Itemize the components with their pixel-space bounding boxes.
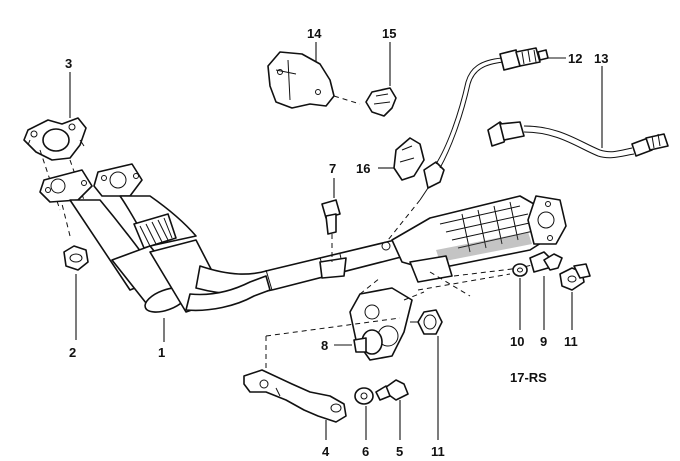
part-5-bolt[interactable]	[375, 379, 409, 401]
callout-8: 8	[321, 338, 328, 353]
part-4-bracket[interactable]	[243, 369, 347, 423]
part-12-connector[interactable]	[499, 47, 549, 71]
part-14-heat-shield[interactable]	[267, 51, 361, 109]
part-6-washer[interactable]	[354, 387, 374, 405]
callout-3: 3	[65, 56, 72, 71]
callout-13: 13	[594, 51, 608, 66]
callout-2: 2	[69, 345, 76, 360]
callout-7: 7	[329, 161, 336, 176]
part-16-sensor-clip[interactable]	[393, 137, 425, 181]
callout-4: 4	[322, 444, 330, 459]
callout-16: 16	[356, 161, 370, 176]
part-10-washer[interactable]	[512, 263, 528, 277]
callout-11-right: 11	[564, 334, 578, 349]
catalytic-converter[interactable]	[381, 195, 567, 283]
callout-10: 10	[510, 334, 524, 349]
callout-15: 15	[382, 26, 396, 41]
part-11-bushing[interactable]	[410, 309, 443, 335]
callout-14: 14	[307, 26, 322, 41]
part-13-cable[interactable]	[487, 121, 669, 159]
part-15-clip[interactable]	[365, 87, 397, 117]
part-2-nut[interactable]	[61, 203, 89, 271]
part-7-bolt[interactable]	[321, 199, 341, 262]
callout-9: 9	[540, 334, 547, 349]
part-8-mount[interactable]	[349, 277, 425, 361]
callout-1: 1	[158, 345, 165, 360]
diagram-code: 17-RS	[510, 370, 547, 385]
callout-5: 5	[396, 444, 403, 459]
part-11-nut-right[interactable]	[559, 263, 591, 291]
part-9-bolt[interactable]	[529, 251, 563, 273]
leader-lines	[69, 42, 603, 440]
oxygen-sensor[interactable]	[387, 57, 505, 241]
part-1-front-pipe[interactable]	[39, 163, 406, 317]
callout-12: 12	[568, 51, 582, 66]
callout-6: 6	[362, 444, 369, 459]
part-3-gasket[interactable]	[23, 117, 87, 161]
callout-11-bottom: 11	[431, 444, 445, 459]
